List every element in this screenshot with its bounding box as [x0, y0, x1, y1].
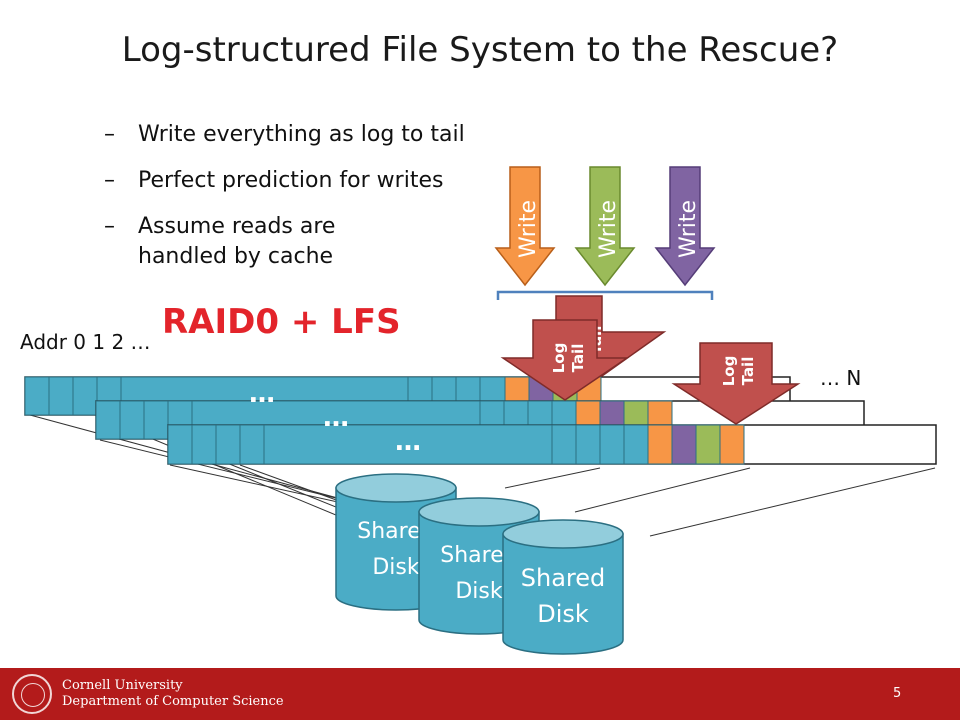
strip-ellipsis: …	[249, 379, 275, 409]
write-bracket	[496, 290, 714, 300]
shared-disk-3: Shared Disk	[502, 519, 624, 655]
bullet-item: – Perfect prediction for writes	[104, 166, 564, 196]
university-name: Cornell University	[62, 678, 183, 693]
department-name: Department of Computer Science	[62, 694, 284, 709]
strip-ellipsis: …	[323, 403, 349, 433]
cornell-seal-icon	[12, 674, 52, 714]
bullet-list: – Write everything as log to tail – Perf…	[104, 120, 564, 288]
page-number: 5	[893, 686, 902, 701]
disk-label: Shared	[521, 564, 606, 592]
write-label: Write	[676, 200, 701, 258]
bullet-item: – Write everything as log to tail	[104, 120, 564, 150]
footer-text: Cornell University Department of Compute…	[62, 678, 284, 710]
log-tail-arrow-front: LogTail	[500, 319, 630, 401]
end-address-label: … N	[820, 366, 862, 390]
disk-label: Disk	[372, 555, 420, 580]
write-arrow-purple: Write	[654, 166, 716, 287]
disk-label: Disk	[455, 579, 503, 604]
log-tail-label: LogTail	[550, 343, 587, 374]
strip-ellipsis: …	[395, 427, 421, 457]
write-arrow-orange: Write	[494, 166, 556, 287]
disk-strip-3	[167, 424, 937, 465]
log-tail-arrow-right: LogTail	[671, 342, 801, 425]
bullet-dash: –	[104, 214, 115, 239]
raid-label: RAID0 + LFS	[162, 302, 401, 342]
slide-title: Log-structured File System to the Rescue…	[121, 30, 839, 70]
write-label: Write	[596, 200, 621, 258]
bullet-dash: –	[104, 168, 115, 193]
bullet-text: Perfect prediction for writes	[138, 168, 444, 193]
bullet-text: Assume reads are handled by cache	[138, 214, 336, 269]
footer-bar: Cornell University Department of Compute…	[0, 668, 960, 720]
disk-label: Disk	[537, 600, 589, 628]
write-label: Write	[516, 200, 541, 258]
write-arrow-green: Write	[574, 166, 636, 287]
bullet-item: – Assume reads are handled by cache	[104, 212, 564, 272]
address-label: Addr 0 1 2 …	[20, 330, 151, 354]
bullet-text: Write everything as log to tail	[138, 122, 465, 147]
raid-lfs-diagram: … … … Shared Disk Shared Disk Shared Dis…	[24, 166, 937, 655]
bullet-dash: –	[104, 122, 115, 147]
log-tail-label: LogTail	[720, 356, 757, 387]
